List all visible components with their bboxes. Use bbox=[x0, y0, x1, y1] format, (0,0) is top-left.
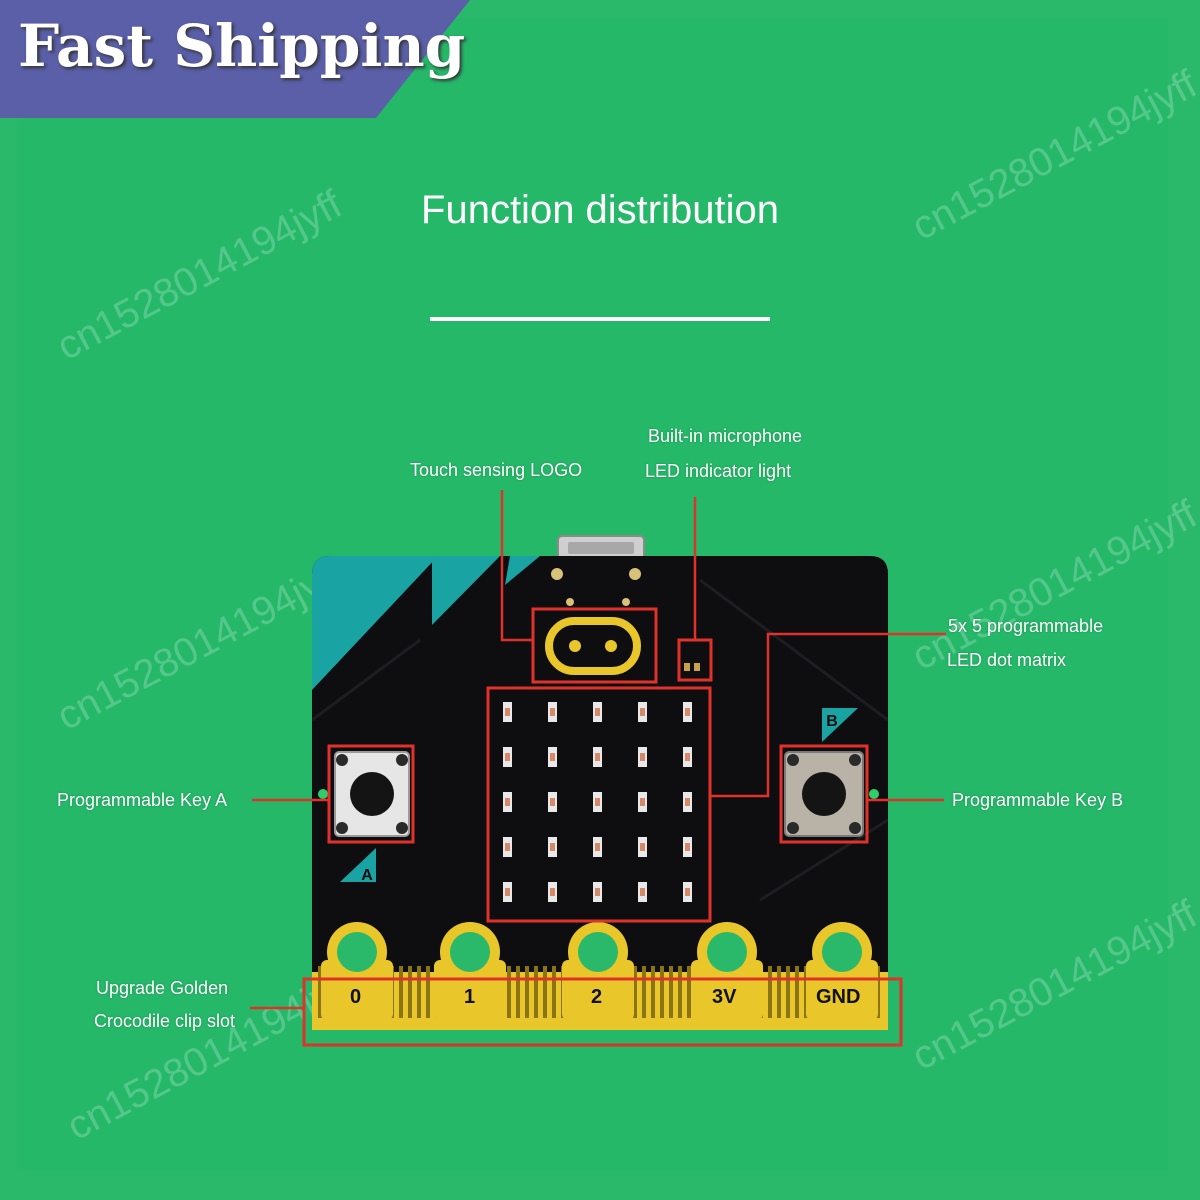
connector-tooth bbox=[552, 966, 556, 1018]
pin-hole bbox=[450, 932, 490, 972]
connector-tooth bbox=[678, 966, 682, 1018]
connector-tooth bbox=[399, 966, 403, 1018]
banner-text: Fast Shipping bbox=[18, 12, 466, 80]
connector-tooth bbox=[318, 966, 322, 1018]
pin-hole bbox=[578, 932, 618, 972]
connector-tooth bbox=[768, 966, 772, 1018]
pin-hole bbox=[707, 932, 747, 972]
connector-tooth bbox=[795, 966, 799, 1018]
led-core bbox=[640, 888, 645, 896]
teal-stripe bbox=[505, 556, 540, 585]
clip-label-line2: Crocodile clip slot bbox=[94, 1011, 236, 1031]
touch-logo-dot bbox=[569, 640, 581, 652]
connector-tooth bbox=[687, 966, 691, 1018]
led-core bbox=[505, 753, 510, 761]
connector-tooth bbox=[417, 966, 421, 1018]
connector-tooth bbox=[408, 966, 412, 1018]
connector-tooth bbox=[669, 966, 673, 1018]
usb-port bbox=[568, 542, 634, 554]
touch-logo-label: Touch sensing LOGO bbox=[410, 460, 583, 480]
led-core bbox=[595, 843, 600, 851]
pin-hole bbox=[337, 932, 377, 972]
pin-rings bbox=[321, 922, 878, 1020]
led-core bbox=[640, 843, 645, 851]
led-core bbox=[505, 843, 510, 851]
key-b-label: Programmable Key B bbox=[952, 790, 1124, 810]
b-marker bbox=[822, 708, 858, 742]
pin-label: 2 bbox=[591, 986, 603, 1008]
key-a-label: Programmable Key A bbox=[57, 790, 228, 810]
led-core bbox=[640, 753, 645, 761]
microphone-label-line1: Built-in microphone bbox=[648, 426, 803, 446]
led-core bbox=[595, 753, 600, 761]
connector-tooth bbox=[660, 966, 664, 1018]
clip-label-line1: Upgrade Golden bbox=[96, 978, 229, 998]
microphone-led bbox=[684, 663, 690, 671]
teal-stripe bbox=[312, 556, 438, 690]
connector-tooth bbox=[642, 966, 646, 1018]
mount-hole bbox=[629, 568, 641, 580]
fast-shipping-banner bbox=[0, 0, 470, 118]
connector-tooth bbox=[525, 966, 529, 1018]
led-core bbox=[550, 753, 555, 761]
connector-tooth bbox=[516, 966, 520, 1018]
connector-tooth bbox=[651, 966, 655, 1018]
connector-tooth bbox=[543, 966, 547, 1018]
led-core bbox=[505, 888, 510, 896]
microphone-led bbox=[694, 663, 700, 671]
connector-tooth bbox=[426, 966, 430, 1018]
page-title: Function distribution bbox=[421, 188, 779, 232]
button-b[interactable] bbox=[802, 772, 846, 816]
led-core bbox=[685, 843, 690, 851]
matrix-label-line1: 5x 5 programmable bbox=[948, 616, 1104, 636]
pin-label: GND bbox=[816, 986, 861, 1008]
connector-tooth bbox=[777, 966, 781, 1018]
button-b-letter: B bbox=[826, 713, 838, 730]
led-core bbox=[595, 708, 600, 716]
button-a[interactable] bbox=[350, 772, 394, 816]
pin-label: 0 bbox=[350, 986, 362, 1008]
connector-tooth bbox=[633, 966, 637, 1018]
callout-lines bbox=[250, 490, 946, 1010]
led-core bbox=[550, 888, 555, 896]
a-marker bbox=[340, 848, 376, 882]
pin-label: 1 bbox=[464, 986, 476, 1008]
led-core bbox=[685, 888, 690, 896]
led-core bbox=[595, 798, 600, 806]
touch-logo bbox=[545, 617, 641, 675]
title-underline bbox=[430, 317, 770, 321]
led-core bbox=[505, 708, 510, 716]
connector-tooth bbox=[786, 966, 790, 1018]
led-core bbox=[550, 843, 555, 851]
led-core bbox=[505, 798, 510, 806]
led-core bbox=[640, 708, 645, 716]
button-a-letter: A bbox=[361, 867, 373, 884]
microphone-label-line2: LED indicator light bbox=[645, 461, 792, 481]
led-matrix bbox=[503, 702, 692, 902]
via bbox=[622, 598, 630, 606]
teal-stripe bbox=[432, 556, 500, 625]
led-core bbox=[595, 888, 600, 896]
led-core bbox=[685, 708, 690, 716]
pin-label: 3V bbox=[712, 986, 737, 1008]
mount-hole bbox=[551, 568, 563, 580]
via bbox=[566, 598, 574, 606]
pin-hole bbox=[822, 932, 862, 972]
led-core bbox=[685, 753, 690, 761]
connector-tooth bbox=[534, 966, 538, 1018]
touch-logo-dot bbox=[605, 640, 617, 652]
connector-tooth bbox=[507, 966, 511, 1018]
matrix-label-line2: LED dot matrix bbox=[947, 650, 1067, 670]
led-core bbox=[550, 798, 555, 806]
led-core bbox=[550, 708, 555, 716]
led-core bbox=[685, 798, 690, 806]
led-core bbox=[640, 798, 645, 806]
